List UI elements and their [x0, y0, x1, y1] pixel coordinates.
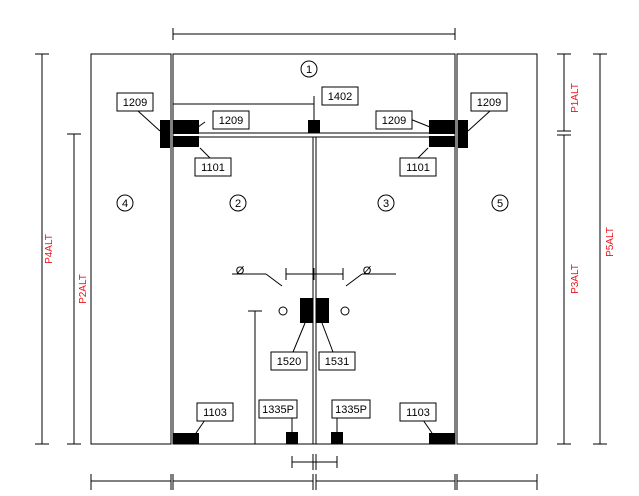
- panel-5: [456, 53, 538, 445]
- part-box-bottom-right: [399, 402, 437, 422]
- part-label-hinge-right-top: 1209: [477, 97, 501, 109]
- leader-bottom-left: [195, 419, 206, 434]
- panel-label-4: 4: [122, 198, 128, 210]
- part-label-bottom-left: 1103: [203, 407, 227, 419]
- panel-4: [90, 53, 172, 445]
- panel-marker-2: [229, 194, 247, 212]
- bottom-block-right: [429, 433, 455, 444]
- hinge-left-bottom: [173, 136, 199, 147]
- leader-1520: [292, 322, 306, 353]
- part-label-floor-left: 1335P: [262, 404, 294, 416]
- leader-hinge-left-inner: [197, 121, 206, 128]
- leader-bottom-right: [422, 419, 433, 434]
- bottom-block-left: [173, 433, 199, 444]
- leader-hinge-right-top: [467, 110, 491, 132]
- panel-label-1: 1: [306, 64, 312, 76]
- part-label-bottom-right: 1103: [406, 407, 430, 419]
- dim-p5: [593, 53, 607, 445]
- diameter-symbol-left: Ø: [236, 265, 245, 277]
- part-label-lock-right: 1531: [325, 356, 349, 368]
- lock-block-right: [316, 298, 329, 323]
- bottom-dimension: [90, 474, 538, 490]
- part-box-lock-left: [270, 351, 308, 371]
- dia-left-leader-d: [265, 273, 283, 287]
- part-label-lock-left: 1520: [277, 356, 301, 368]
- leader-hinge-right-inner: [409, 118, 431, 128]
- leader-hinge-left-top: [137, 110, 161, 132]
- part-label-base-left: 1101: [201, 162, 225, 174]
- part-box-hinge-right-top: [470, 92, 508, 112]
- hinge-left-top: [173, 120, 199, 134]
- dia-right-leader-d: [345, 273, 363, 287]
- part-box-hinge-left-top: [116, 92, 154, 112]
- hinge-left-outer: [160, 120, 170, 148]
- part-box-base-left: [194, 157, 232, 177]
- height-label-p3: P3ALT: [570, 264, 581, 294]
- lock-block-left: [300, 298, 313, 323]
- panel-marker-1: [300, 60, 318, 78]
- height-label-p1: P1ALT: [570, 83, 581, 113]
- dim-p1: [557, 53, 571, 132]
- part-box-base-right: [399, 157, 437, 177]
- panel-marker-3: [377, 194, 395, 212]
- hinge-right-bottom: [429, 136, 455, 147]
- gap-dimension: [291, 454, 338, 470]
- part-box-bottom-left: [196, 402, 234, 422]
- part-label-hinge-left-inner: 1209: [219, 115, 243, 127]
- part-label-hinge-left-top: 1209: [123, 97, 147, 109]
- leader-base-right: [417, 147, 429, 159]
- floor-block-right: [331, 432, 343, 444]
- leader-base-left: [199, 147, 211, 159]
- floor-block-left: [286, 432, 298, 444]
- dim-p4: [35, 53, 49, 445]
- panel-label-3: 3: [383, 198, 389, 210]
- part-label-center-top: 1402: [328, 91, 352, 103]
- part-box-lock-right: [318, 351, 356, 371]
- panel-marker-4: [116, 194, 134, 212]
- hinge-right-top: [429, 120, 455, 134]
- part-label-base-right: 1101: [406, 162, 430, 174]
- part-box-hinge-right-inner: [375, 110, 413, 130]
- part-box-floor-right: [331, 399, 371, 419]
- part-label-floor-right: 1335P: [335, 404, 367, 416]
- dim-p3: [557, 134, 571, 445]
- dim-p2: [67, 133, 81, 445]
- part-box-floor-left: [258, 399, 298, 419]
- panel-label-2: 2: [235, 198, 241, 210]
- panel-label-5: 5: [497, 198, 503, 210]
- height-label-p5: P5ALT: [605, 227, 616, 257]
- part-box-hinge-left-inner: [212, 110, 250, 130]
- height-label-p4: P4ALT: [44, 234, 55, 264]
- part-box-center-top: [321, 86, 359, 106]
- hole-right: [340, 306, 350, 316]
- top-dimension: [172, 28, 456, 40]
- panel-marker-5: [491, 194, 509, 212]
- center-top-block: [308, 120, 320, 133]
- leader-1531: [321, 322, 334, 353]
- hinge-right-outer: [458, 120, 468, 148]
- hole-left: [278, 306, 288, 316]
- diameter-symbol-right: Ø: [363, 265, 372, 277]
- part-label-hinge-right-inner: 1209: [382, 115, 406, 127]
- height-label-p2: P2ALT: [78, 274, 89, 304]
